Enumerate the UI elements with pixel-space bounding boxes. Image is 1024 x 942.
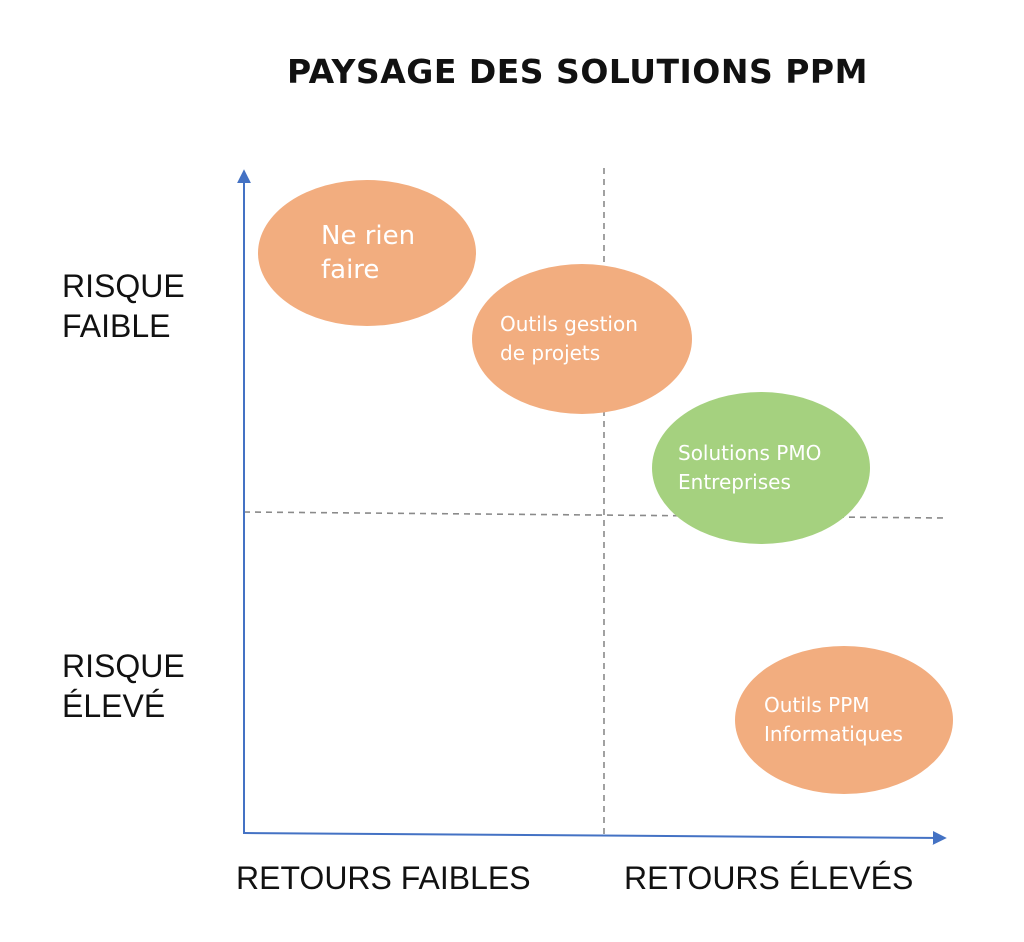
- bubble-label-line: Outils gestion: [500, 312, 638, 336]
- bubble-label-line: Informatiques: [764, 722, 903, 746]
- x-axis-left-label: RETOURS FAIBLES: [236, 860, 531, 896]
- bubble-label-line: Entreprises: [678, 470, 791, 494]
- bubble-label-line: Solutions PMO: [678, 441, 822, 465]
- x-axis-line: [243, 830, 947, 845]
- bubble-label-line: Ne rien: [321, 221, 416, 251]
- bubble-label: Outils PPM Informatiques: [764, 691, 903, 749]
- diagram-title: PAYSAGE DES SOLUTIONS PPM: [287, 52, 868, 91]
- bubble-label: Solutions PMO Entreprises: [678, 439, 821, 497]
- y-axis-bottom-label-line: ÉLEVÉ: [62, 688, 166, 724]
- y-axis-top-label: RISQUE FAIBLE: [62, 266, 232, 346]
- bubble-solutions-pmo: Solutions PMO Entreprises: [652, 392, 870, 544]
- bubble-label-line: de projets: [500, 341, 601, 365]
- y-axis-top-label-line: RISQUE: [62, 268, 185, 304]
- bubble-outils-ppm: Outils PPM Informatiques: [735, 646, 953, 794]
- y-axis-top-label-line: FAIBLE: [62, 308, 171, 344]
- bubble-label: Ne rien faire: [321, 219, 415, 287]
- bubble-label-line: Outils PPM: [764, 693, 870, 717]
- y-axis-bottom-label-line: RISQUE: [62, 648, 185, 684]
- x-axis-right-label: RETOURS ÉLEVÉS: [624, 860, 914, 896]
- bubble-label-line: faire: [321, 255, 380, 285]
- y-axis-bottom-label: RISQUE ÉLEVÉ: [62, 646, 232, 726]
- bubble-outils-gestion: Outils gestion de projets: [472, 264, 692, 414]
- bubble-label: Outils gestion de projets: [500, 310, 638, 368]
- bubble-ne-rien-faire: Ne rien faire: [258, 180, 476, 326]
